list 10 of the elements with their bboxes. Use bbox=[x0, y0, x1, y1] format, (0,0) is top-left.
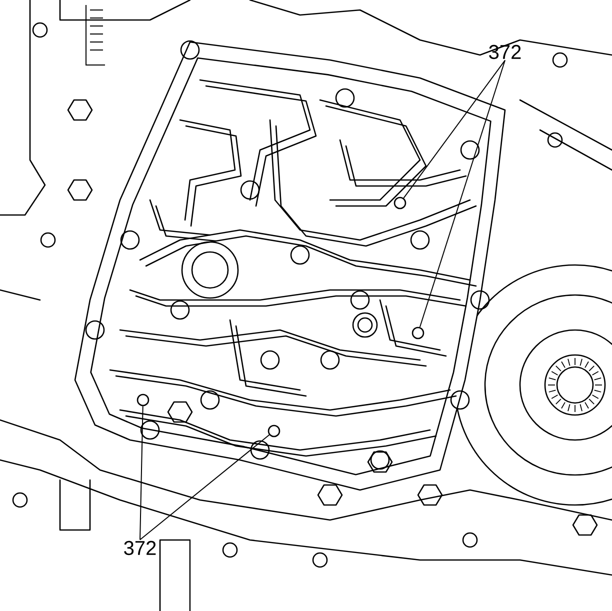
leader-line bbox=[140, 406, 144, 540]
target-dot bbox=[136, 394, 150, 406]
target-dot bbox=[394, 196, 406, 210]
callout-number: 372 bbox=[124, 540, 156, 556]
leader-line bbox=[419, 60, 506, 328]
target-dot bbox=[412, 326, 424, 340]
leader-line bbox=[403, 60, 506, 199]
target-dot bbox=[268, 424, 280, 438]
leader-line bbox=[140, 434, 270, 540]
callout-number: 372 bbox=[489, 44, 521, 60]
